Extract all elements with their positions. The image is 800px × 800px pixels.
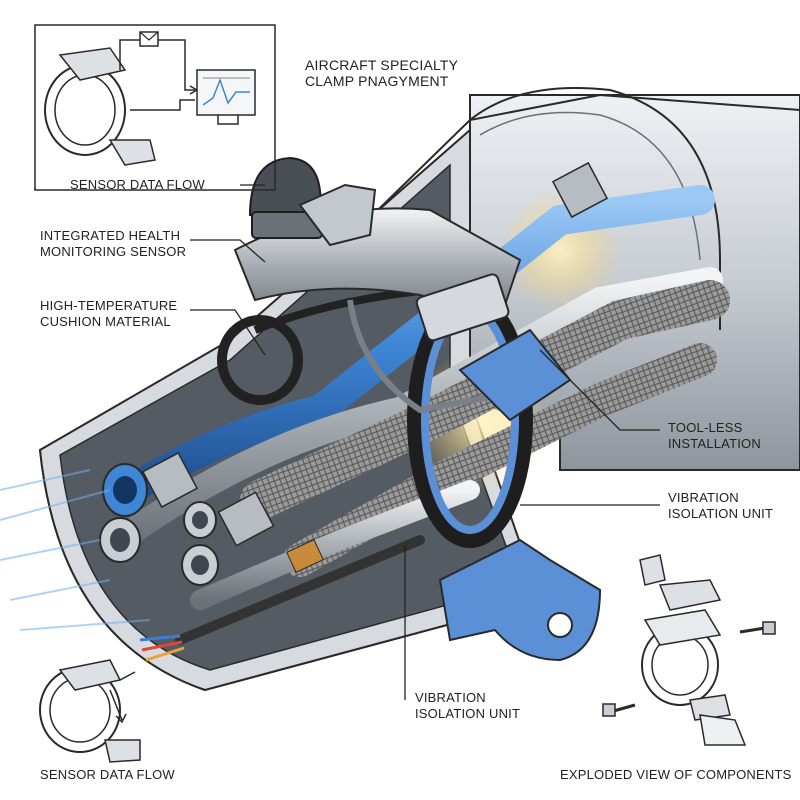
health-sensor — [248, 156, 377, 247]
label-vibration-bottom-line-2: ISOLATION UNIT — [415, 706, 521, 721]
sensor-data-flow-inset — [34, 24, 276, 191]
label-vibration-bottom-line-1: VIBRATION — [415, 690, 486, 705]
label-vibration-bottom: VIBRATION ISOLATION UNIT — [415, 690, 520, 722]
mounting-bracket — [438, 538, 602, 662]
label-health-sensor: INTEGRATED HEALTH MONITORING SENSOR — [40, 228, 186, 260]
label-exploded-view: EXPLODED VIEW OF COMPONENTS — [560, 767, 792, 782]
diagram-title: AIRCRAFT SPECIALTY CLAMP PNAGYMENT — [305, 57, 458, 89]
label-cushion-line-1: HIGH-TEMPERATURE — [40, 298, 178, 313]
small-clamp-bottom-left — [39, 659, 141, 763]
title-line-2: CLAMP PNAGYMENT — [305, 73, 449, 89]
hose-fittings — [99, 161, 609, 586]
leader-lines — [34, 184, 660, 700]
label-sensor-data-flow-top: SENSOR DATA FLOW — [70, 177, 205, 192]
label-tool-less: TOOL-LESS INSTALLATION — [668, 420, 761, 452]
label-vibration-right: VIBRATION ISOLATION UNIT — [668, 490, 773, 522]
title-line-1: AIRCRAFT SPECIALTY — [305, 57, 459, 73]
label-sensor-data-flow-bottom: SENSOR DATA FLOW — [40, 767, 175, 782]
label-health-sensor-line-1: INTEGRATED HEALTH — [40, 228, 181, 243]
label-vibration-right-line-1: VIBRATION — [668, 490, 739, 505]
label-cushion-line-2: CUSHION MATERIAL — [40, 314, 171, 329]
label-tool-less-line-1: TOOL-LESS — [668, 420, 743, 435]
exploded-view-parts — [602, 554, 776, 746]
motion-lines — [0, 469, 151, 631]
label-cushion-material: HIGH-TEMPERATURE CUSHION MATERIAL — [40, 298, 177, 330]
label-tool-less-line-2: INSTALLATION — [668, 436, 761, 451]
label-health-sensor-line-2: MONITORING SENSOR — [40, 244, 187, 259]
label-vibration-right-line-2: ISOLATION UNIT — [668, 506, 774, 521]
